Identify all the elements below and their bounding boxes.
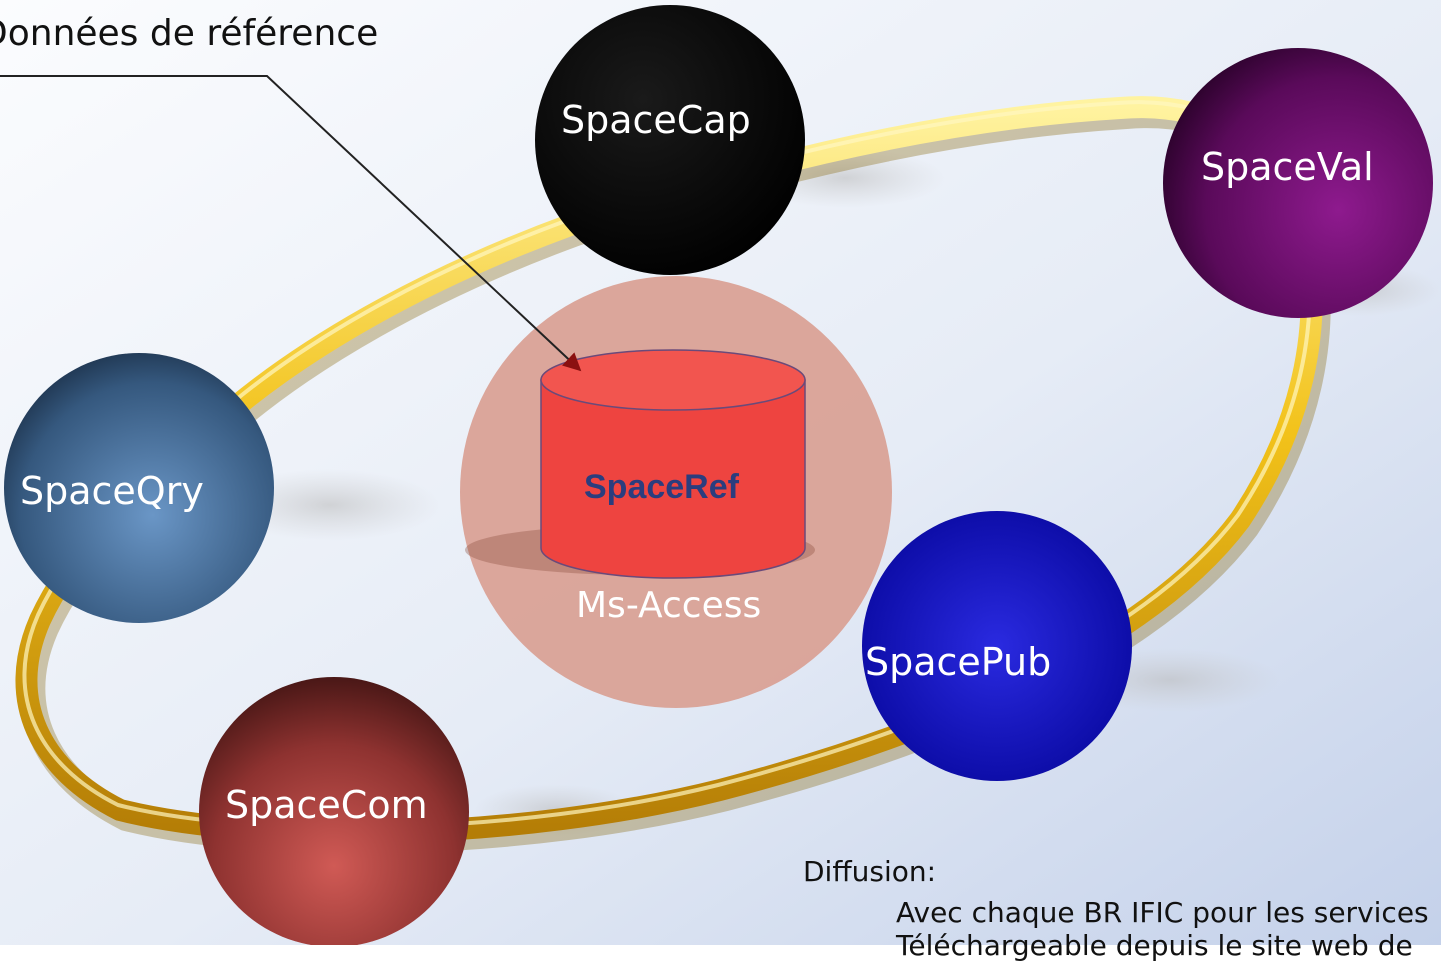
sphere-spacecap — [535, 5, 805, 275]
title-text: Données de référence — [0, 13, 379, 54]
label-spaceval: SpaceVal — [1201, 145, 1374, 189]
sphere-spaceval — [1163, 48, 1433, 318]
diffusion-line-1: Avec chaque BR IFIC pour les services — [896, 896, 1429, 929]
sphere-spacecom — [199, 677, 469, 945]
platform-label: Ms-Access — [576, 585, 762, 626]
label-spaceqry: SpaceQry — [20, 469, 204, 513]
diffusion-line-2: Téléchargeable depuis le site web de — [896, 929, 1413, 962]
shadow-qry — [220, 469, 440, 541]
diffusion-heading: Diffusion: — [803, 855, 937, 888]
label-spacepub: SpacePub — [865, 640, 1052, 684]
label-spacecom: SpaceCom — [225, 783, 428, 827]
sphere-spacepub — [862, 511, 1132, 781]
callout-line — [0, 75, 582, 372]
label-spacecap: SpaceCap — [561, 98, 751, 142]
database-cylinder-icon — [540, 349, 806, 579]
center-label: SpaceRef — [584, 468, 739, 506]
sphere-spaceqry — [4, 353, 274, 623]
